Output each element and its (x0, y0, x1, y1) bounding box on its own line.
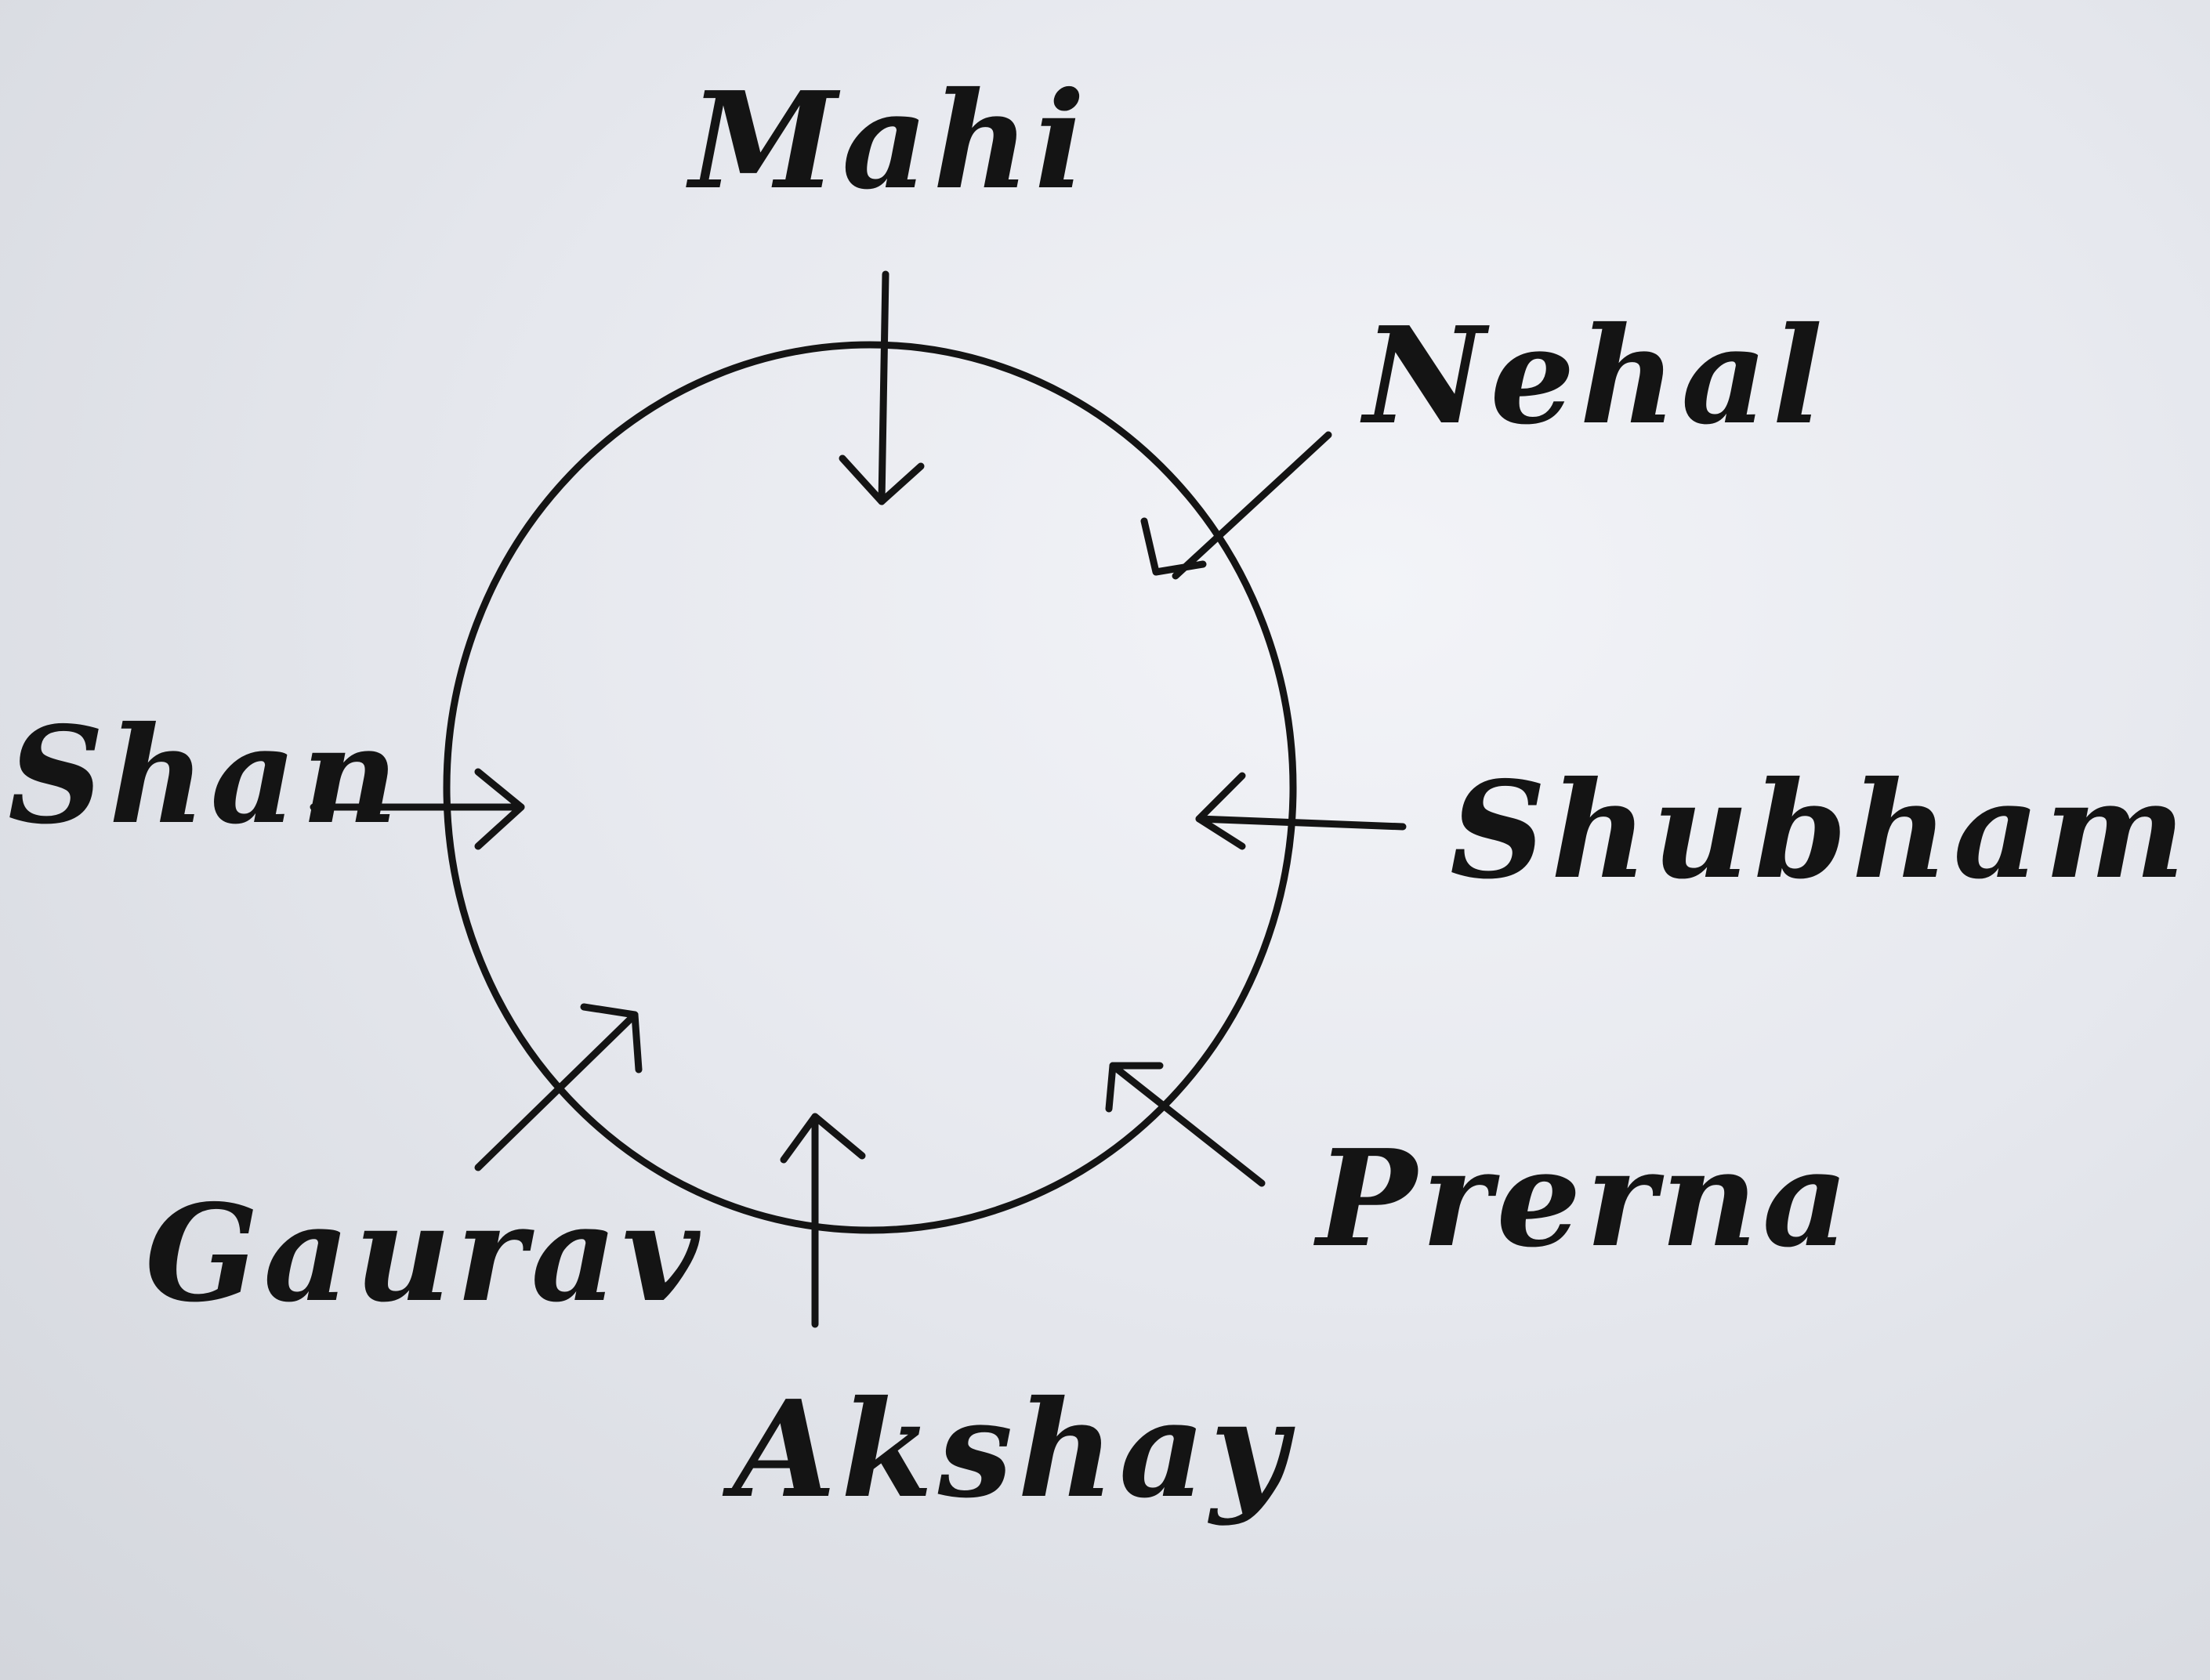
arrow-nehal (1140, 431, 1332, 580)
name-label-gaurav: Gaurav (145, 1175, 705, 1332)
name-label-shubham: Shubham (1450, 752, 2190, 909)
arrow-mahi (839, 270, 925, 505)
name-label-nehal: Nehal (1364, 298, 1828, 454)
arrow-prerna (1105, 1062, 1266, 1187)
name-label-prerna: Prerna (1317, 1121, 1853, 1277)
arrow-gaurav (474, 1003, 643, 1171)
round-table-circle (443, 341, 1297, 1234)
arrow-shubham (1195, 772, 1407, 850)
arrow-akshay (780, 1113, 866, 1328)
name-label-akshay: Akshay (733, 1371, 1292, 1528)
arrow-shan (310, 768, 525, 850)
name-label-shan: Shan (8, 697, 404, 854)
name-label-mahi: Mahi (690, 63, 1090, 219)
